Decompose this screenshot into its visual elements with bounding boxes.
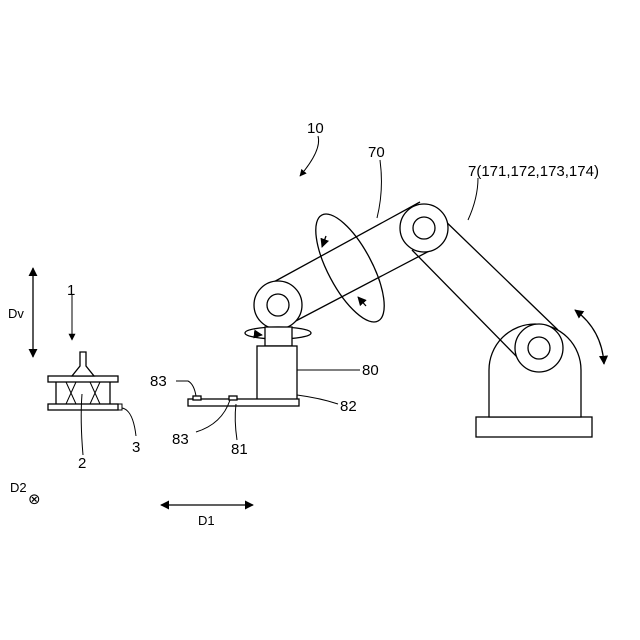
label-2: 2 xyxy=(78,455,86,472)
label-83-lower: 83 xyxy=(172,431,189,448)
label-d2: D2 xyxy=(10,480,27,495)
label-10: 10 xyxy=(307,120,324,137)
label-81: 81 xyxy=(231,441,248,458)
workpiece xyxy=(72,352,94,376)
label-83-upper: 83 xyxy=(150,373,167,390)
arm-rotation-indicator xyxy=(302,205,397,332)
label-d1: D1 xyxy=(198,513,215,528)
label-80: 80 xyxy=(362,362,379,379)
label-1: 1 xyxy=(67,282,75,299)
circle-cross-icon: ⊗ xyxy=(28,491,41,508)
tab-right xyxy=(229,396,237,400)
tab-left xyxy=(193,396,201,400)
wrist-joint xyxy=(254,281,302,329)
wrist-flange xyxy=(265,327,292,346)
label-dv: Dv xyxy=(8,306,24,321)
base-joint xyxy=(515,324,563,372)
label-3: 3 xyxy=(132,439,140,456)
workpiece-fixture xyxy=(48,376,122,410)
elbow-joint xyxy=(400,204,448,252)
label-82: 82 xyxy=(340,398,357,415)
label-7: 7(171,172,173,174) xyxy=(468,163,599,180)
hand-body xyxy=(257,346,297,404)
label-70: 70 xyxy=(368,144,385,161)
hand-plate xyxy=(188,399,299,406)
